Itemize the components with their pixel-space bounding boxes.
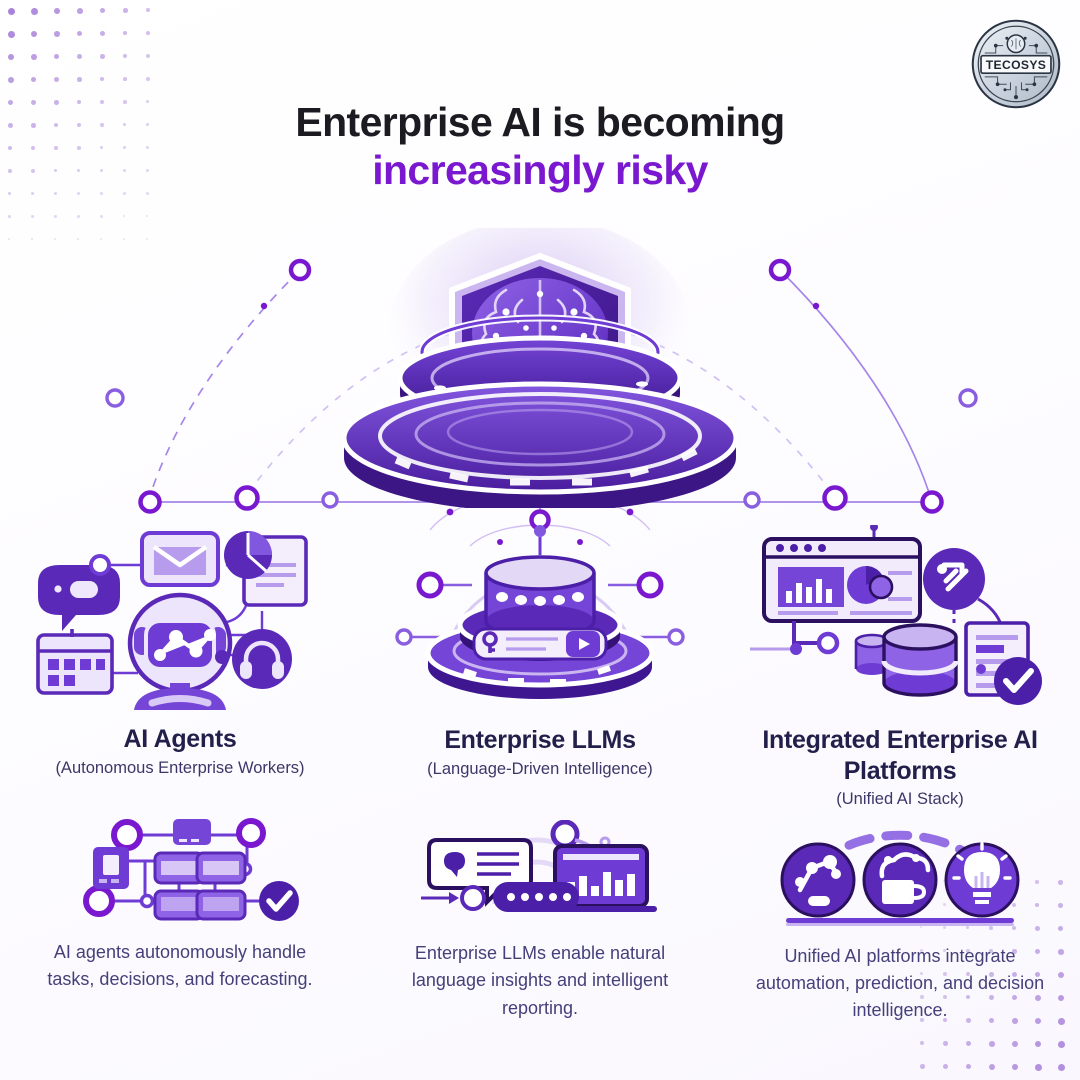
title-line-2: increasingly risky — [372, 146, 708, 193]
calendar-icon — [36, 629, 114, 695]
key-icon — [482, 631, 498, 653]
chat-bubble-icon — [38, 565, 120, 631]
database-stack-icon — [854, 623, 959, 697]
pie-chart-document-icon — [224, 531, 308, 607]
brain-shield-platform-icon — [341, 218, 739, 512]
node-circle-icon — [111, 818, 143, 851]
pillar-integrated-platforms: Integrated Enterprise AI Platforms (Unif… — [720, 520, 1080, 1025]
play-button-icon — [566, 631, 600, 657]
envelope-icon — [140, 531, 220, 587]
node-dot-icon — [215, 650, 229, 664]
node-circle-icon — [236, 817, 266, 848]
pillar-1-description: AI agents autonomously handle tasks, dec… — [47, 942, 313, 990]
robot-arm-icon — [780, 842, 856, 918]
pillar-3-lower-artwork — [732, 818, 1068, 933]
node-circle-icon — [83, 884, 115, 917]
pillar-2-lower-artwork — [372, 815, 708, 930]
device-icon — [173, 818, 211, 845]
headset-icon — [232, 629, 292, 689]
workflow-diagram-icon — [83, 817, 299, 921]
logo-wordmark: TECOSYS — [986, 58, 1047, 72]
pillar-2-subtitle: (Language-Driven Intelligence) — [427, 759, 653, 778]
check-circle-icon — [259, 880, 299, 921]
pillar-1-lower-artwork — [12, 814, 348, 929]
process-box-icon — [195, 889, 247, 921]
database-cylinder-icon — [484, 555, 596, 639]
pillar-1-title: AI Agents — [123, 725, 237, 753]
cloud-analytics-icon — [862, 842, 938, 918]
pillar-2-description: Enterprise LLMs enable natural language … — [411, 943, 669, 1018]
pillar-enterprise-llms: Enterprise LLMs (Language-Driven Intelli… — [360, 520, 720, 1025]
hero-illustration — [310, 218, 770, 512]
pillar-2-title: Enterprise LLMs — [444, 726, 636, 754]
chat-analytics-icon — [421, 820, 657, 913]
dashboard-platform-icon — [750, 525, 1042, 705]
pillar-1-subtitle: (Autonomous Enterprise Workers) — [55, 758, 305, 777]
circuit-brain-badge-icon: TECOSYS — [971, 19, 1061, 109]
browser-window-icon — [762, 537, 922, 623]
title-line-1: Enterprise AI is becoming — [295, 99, 785, 145]
lightbulb-icon — [944, 842, 1020, 918]
badge-icon — [923, 548, 1004, 628]
pillar-3-artwork — [732, 520, 1068, 710]
pillar-2-artwork — [372, 520, 708, 710]
robot-head-icon — [127, 592, 233, 710]
pillar-3-description: Unified AI platforms integrate automatio… — [755, 945, 1045, 1021]
process-box-icon — [195, 851, 247, 885]
llm-datastack-icon — [395, 525, 685, 699]
search-bar-icon — [472, 627, 608, 661]
pillar-1-artwork — [12, 520, 348, 710]
pie-chart-icon — [847, 566, 894, 604]
robot-agent-cluster-icon — [36, 531, 308, 710]
pillar-ai-agents: AI Agents (Autonomous Enterprise Workers… — [0, 520, 360, 1025]
node-circle-icon — [89, 554, 111, 576]
pillars-section: AI Agents (Autonomous Enterprise Workers… — [0, 520, 1080, 1025]
process-box-icon — [153, 851, 205, 885]
tecosys-logo[interactable]: TECOSYS — [970, 18, 1062, 110]
dots-pill-icon — [493, 882, 579, 913]
document-check-icon — [964, 621, 1042, 705]
capability-circles-icon — [780, 830, 1020, 927]
page-title: Enterprise AI is becoming increasingly r… — [0, 99, 1080, 194]
pillar-3-title: Integrated Enterprise AI Platforms — [762, 726, 1038, 785]
pillar-3-subtitle: (Unified AI Stack) — [836, 790, 964, 808]
